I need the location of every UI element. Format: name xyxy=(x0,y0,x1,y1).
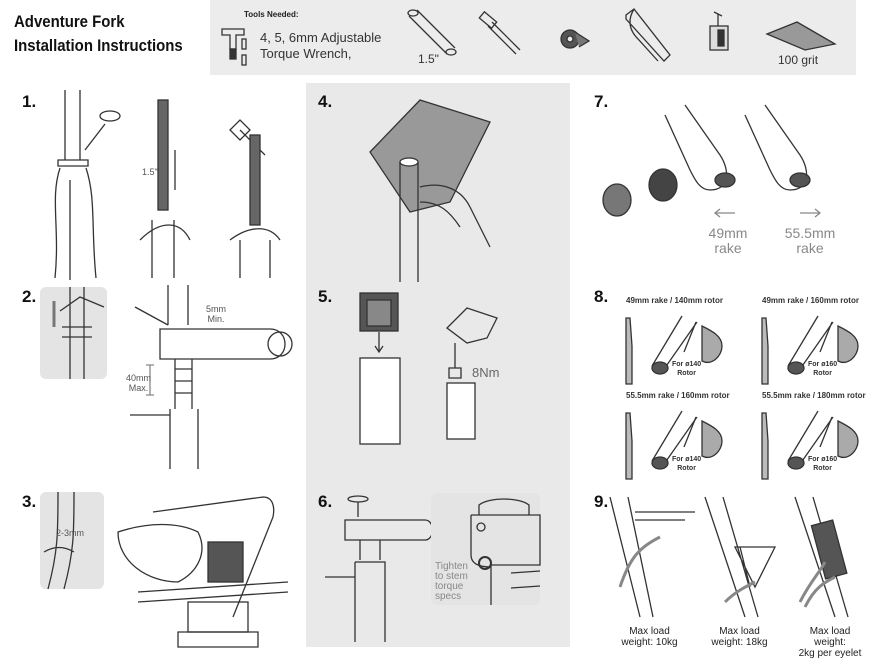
note-line: Tighten xyxy=(435,561,468,572)
wrench-line-1: 4, 5, 6mm Adjustable xyxy=(260,30,382,45)
torque-wrench-icon xyxy=(221,28,247,66)
note-line: torque xyxy=(435,581,464,592)
rotor-option-title: 55.5mm rake / 180mm rotor xyxy=(762,391,866,400)
rake-value: 49mm xyxy=(708,225,748,241)
step-7-number: 7. xyxy=(594,92,609,111)
note-line: Rotor xyxy=(677,465,696,472)
gap-value: 5mm xyxy=(206,304,226,314)
load-line: weight: xyxy=(814,637,846,648)
tools-heading: Tools Needed: xyxy=(244,10,299,19)
step-6-inset-drawing xyxy=(470,498,541,605)
step-3-inset-drawing xyxy=(43,491,75,590)
step-3-cut-label: 2-3mm xyxy=(56,528,85,538)
step-4-sanding-drawing xyxy=(369,99,491,282)
load-line: 2kg per eyelet xyxy=(798,648,862,659)
note-line: Rotor xyxy=(813,465,832,472)
load-line: Max load xyxy=(719,626,760,637)
caliper-mount-drawing xyxy=(625,315,723,385)
title-line-2: Installation Instructions xyxy=(14,36,183,55)
step-7-drawing xyxy=(602,104,822,218)
step-6-number: 6. xyxy=(318,492,333,511)
rotor-option-title: 55.5mm rake / 160mm rotor xyxy=(626,391,730,400)
step-9-drawing xyxy=(609,496,849,618)
load-line: Max load xyxy=(629,626,670,637)
mallet-icon xyxy=(478,10,521,55)
sandpaper-grit: 100 grit xyxy=(778,53,819,67)
step-5-torque: 8Nm xyxy=(472,365,500,380)
step-4-number: 4. xyxy=(318,92,333,111)
spacer-qualifier: Max. xyxy=(128,383,149,393)
sandpaper-icon xyxy=(765,21,837,51)
tube-icon xyxy=(407,9,457,56)
step-9-number: 9. xyxy=(594,492,609,511)
title-line-1: Adventure Fork xyxy=(14,12,125,31)
note-line: For ø140 xyxy=(672,456,702,463)
hacksaw-icon xyxy=(625,8,671,62)
step-1-number: 1. xyxy=(22,92,37,111)
step-5-number: 5. xyxy=(318,287,333,306)
load-line: weight: 10kg xyxy=(621,637,678,648)
step-1-illustration xyxy=(54,90,281,280)
step-3-inset xyxy=(40,492,104,589)
load-line: Max load xyxy=(809,626,851,637)
rotor-option-title: 49mm rake / 140mm rotor xyxy=(626,296,723,305)
rake-unit: rake xyxy=(796,240,824,256)
note-line: Rotor xyxy=(677,370,696,377)
step-3-saw-vise-drawing xyxy=(117,496,289,648)
tube-size: 1.5" xyxy=(418,52,439,66)
saw-guide-icon xyxy=(709,11,729,51)
spacer-value: 40mm xyxy=(126,373,152,383)
gap-qualifier: Min. xyxy=(207,314,225,324)
step-3-number: 3. xyxy=(22,492,37,511)
note-line: Rotor xyxy=(813,370,832,377)
step-8-number: 8. xyxy=(594,287,609,306)
note-line: For ø160 xyxy=(808,456,838,463)
step-6-drawing xyxy=(325,495,434,642)
step-2-inset-drawing xyxy=(52,287,105,379)
page-title: Adventure Fork Installation Instructions xyxy=(14,10,183,58)
note-line: specs xyxy=(435,591,462,602)
step-5-drawing xyxy=(359,292,498,445)
note-line: For ø160 xyxy=(808,361,838,368)
wrench-line-2: Torque Wrench, xyxy=(260,46,352,61)
step-2-number: 2. xyxy=(22,287,37,306)
rake-unit: rake xyxy=(714,240,742,256)
rotor-option-title: 49mm rake / 160mm rotor xyxy=(762,296,859,305)
step-1-tube-size: 1.5" xyxy=(142,167,158,177)
step-6-inset xyxy=(431,493,540,605)
caliper-mount-drawing xyxy=(761,315,859,385)
step-2-stem-drawing xyxy=(130,285,293,469)
rake-value: 55.5mm xyxy=(784,225,836,241)
caliper-mount-drawing xyxy=(761,410,859,480)
load-line: weight: 18kg xyxy=(711,637,768,648)
tape-icon xyxy=(560,29,591,49)
note-line: to stem xyxy=(435,571,468,582)
caliper-mount-drawing xyxy=(625,410,723,480)
note-line: For ø140 xyxy=(672,361,702,368)
